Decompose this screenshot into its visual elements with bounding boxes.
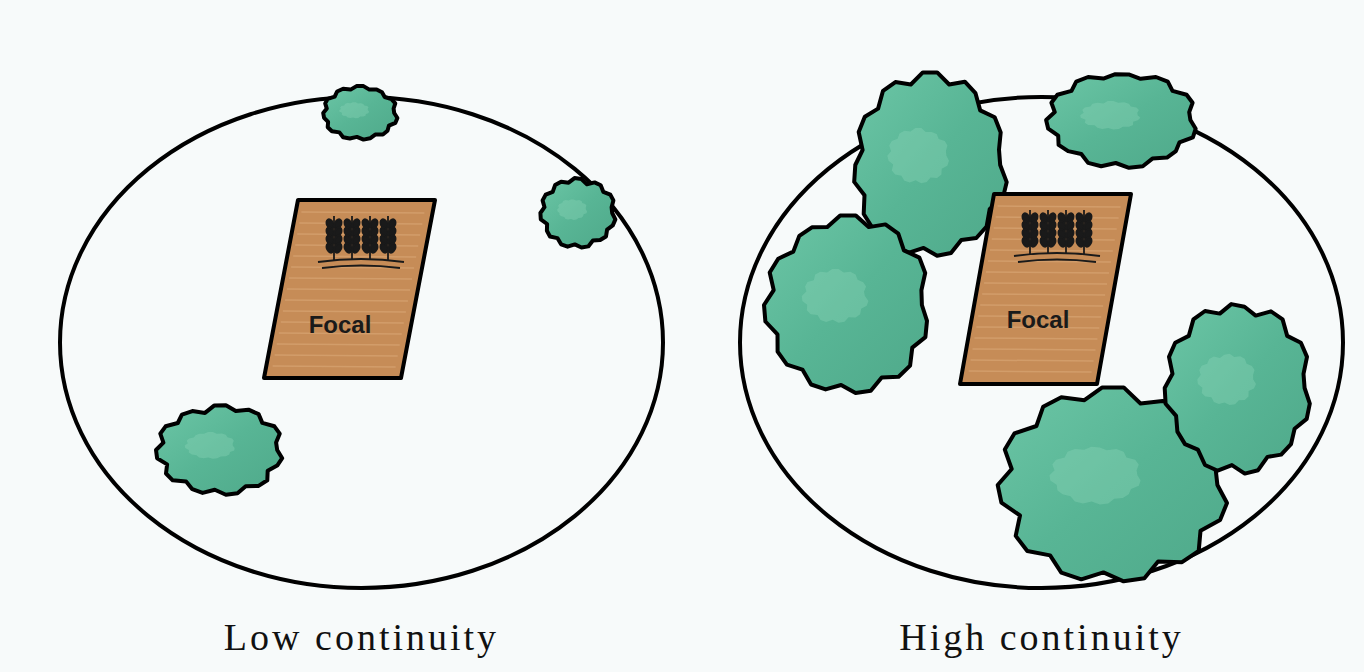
- scenario-label: Low continuity: [58, 617, 665, 659]
- habitat-patch: [323, 86, 397, 140]
- field-label: Focal: [1007, 307, 1070, 333]
- focal-field: Focal: [958, 192, 1133, 386]
- habitat-patch: [1046, 74, 1196, 168]
- wheat-icon: [1014, 210, 1100, 262]
- habitat-patch: [1165, 304, 1310, 474]
- habitat-patch: [540, 178, 615, 247]
- habitat-patch: [156, 405, 282, 495]
- field-parallelogram: [958, 192, 1133, 386]
- field-label: Focal: [309, 312, 372, 338]
- landscape-circle: High continuityFocal: [738, 95, 1345, 590]
- landscape-circle: Low continuityFocal: [58, 95, 665, 590]
- wheat-icon: [318, 216, 404, 268]
- field-parallelogram: [262, 198, 437, 380]
- scenario-label: High continuity: [738, 617, 1345, 659]
- focal-field: Focal: [262, 198, 437, 380]
- habitat-patch: [764, 215, 927, 393]
